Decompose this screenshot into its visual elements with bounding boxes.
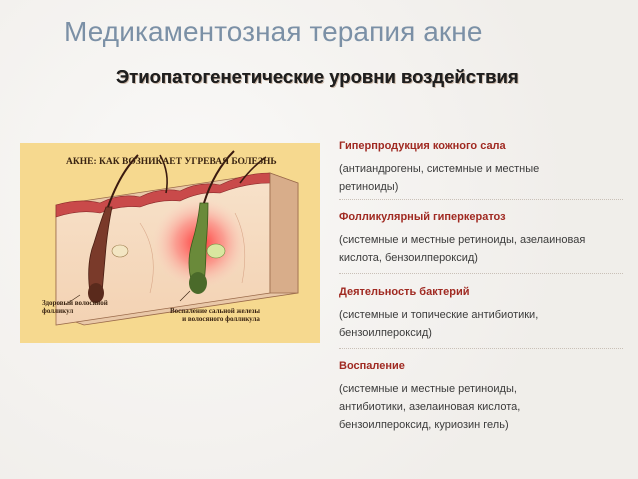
level-sebum: Гиперпродукция кожного сала (антиандроге… <box>339 140 629 196</box>
level-desc-line: бензоилпероксид) <box>339 327 432 339</box>
level-desc-line: (системные и топические антибиотики, <box>339 309 539 321</box>
level-description: (антиандрогены, системные и местные рети… <box>339 160 629 196</box>
divider <box>339 273 623 274</box>
level-desc-line: бензоилпероксид, куриозин гель) <box>339 419 509 431</box>
level-desc-line: ретиноиды) <box>339 181 399 193</box>
level-description: (системные и местные ретиноиды, азелаино… <box>339 231 629 267</box>
divider <box>339 199 623 200</box>
divider <box>339 348 623 349</box>
label-healthy-line2: фолликул <box>42 307 74 315</box>
level-desc-line: (антиандрогены, системные и местные <box>339 163 540 175</box>
label-healthy-line1: Здоровый волосяной <box>42 299 108 307</box>
label-healthy-follicle: Здоровый волосяной фолликул <box>42 299 108 315</box>
level-bacteria: Деятельность бактерий (системные и топич… <box>339 286 629 342</box>
level-heading: Деятельность бактерий <box>339 286 470 298</box>
slide-title: Медикаментозная терапия акне <box>64 16 483 47</box>
slide-subtitle: Этиопатогенетические уровни воздействия <box>116 66 519 87</box>
label-inflamed-line2: и волосяного фолликула <box>182 315 260 323</box>
level-desc-line: кислота, бензоилпероксид) <box>339 252 478 264</box>
level-desc-line: (системные и местные ретиноиды, азелаино… <box>339 234 586 246</box>
label-inflamed-line1: Воспаление сальной железы <box>170 307 260 315</box>
level-inflammation: Воспаление (системные и местные ретиноид… <box>339 360 629 434</box>
level-hyperkeratosis: Фолликулярный гиперкератоз (системные и … <box>339 211 629 267</box>
level-description: (системные и местные ретиноиды, антибиот… <box>339 380 629 434</box>
level-description: (системные и топические антибиотики, бен… <box>339 306 629 342</box>
illustration-caption: АКНЕ: КАК ВОЗНИКАЕТ УГРЕВАЯ БОЛЕЗНЬ <box>66 157 277 167</box>
level-desc-line: (системные и местные ретиноиды, <box>339 383 517 395</box>
label-inflamed-follicle: Воспаление сальной железы и волосяного ф… <box>170 307 260 323</box>
acne-skin-illustration: АКНЕ: КАК ВОЗНИКАЕТ УГРЕВАЯ БОЛЕЗНЬ Здор… <box>20 143 320 343</box>
level-heading: Фолликулярный гиперкератоз <box>339 211 506 223</box>
level-desc-line: антибиотики, азелаиновая кислота, <box>339 401 521 413</box>
level-heading: Воспаление <box>339 360 405 372</box>
level-heading: Гиперпродукция кожного сала <box>339 140 506 152</box>
skin-cross-section-drawing <box>55 150 299 326</box>
